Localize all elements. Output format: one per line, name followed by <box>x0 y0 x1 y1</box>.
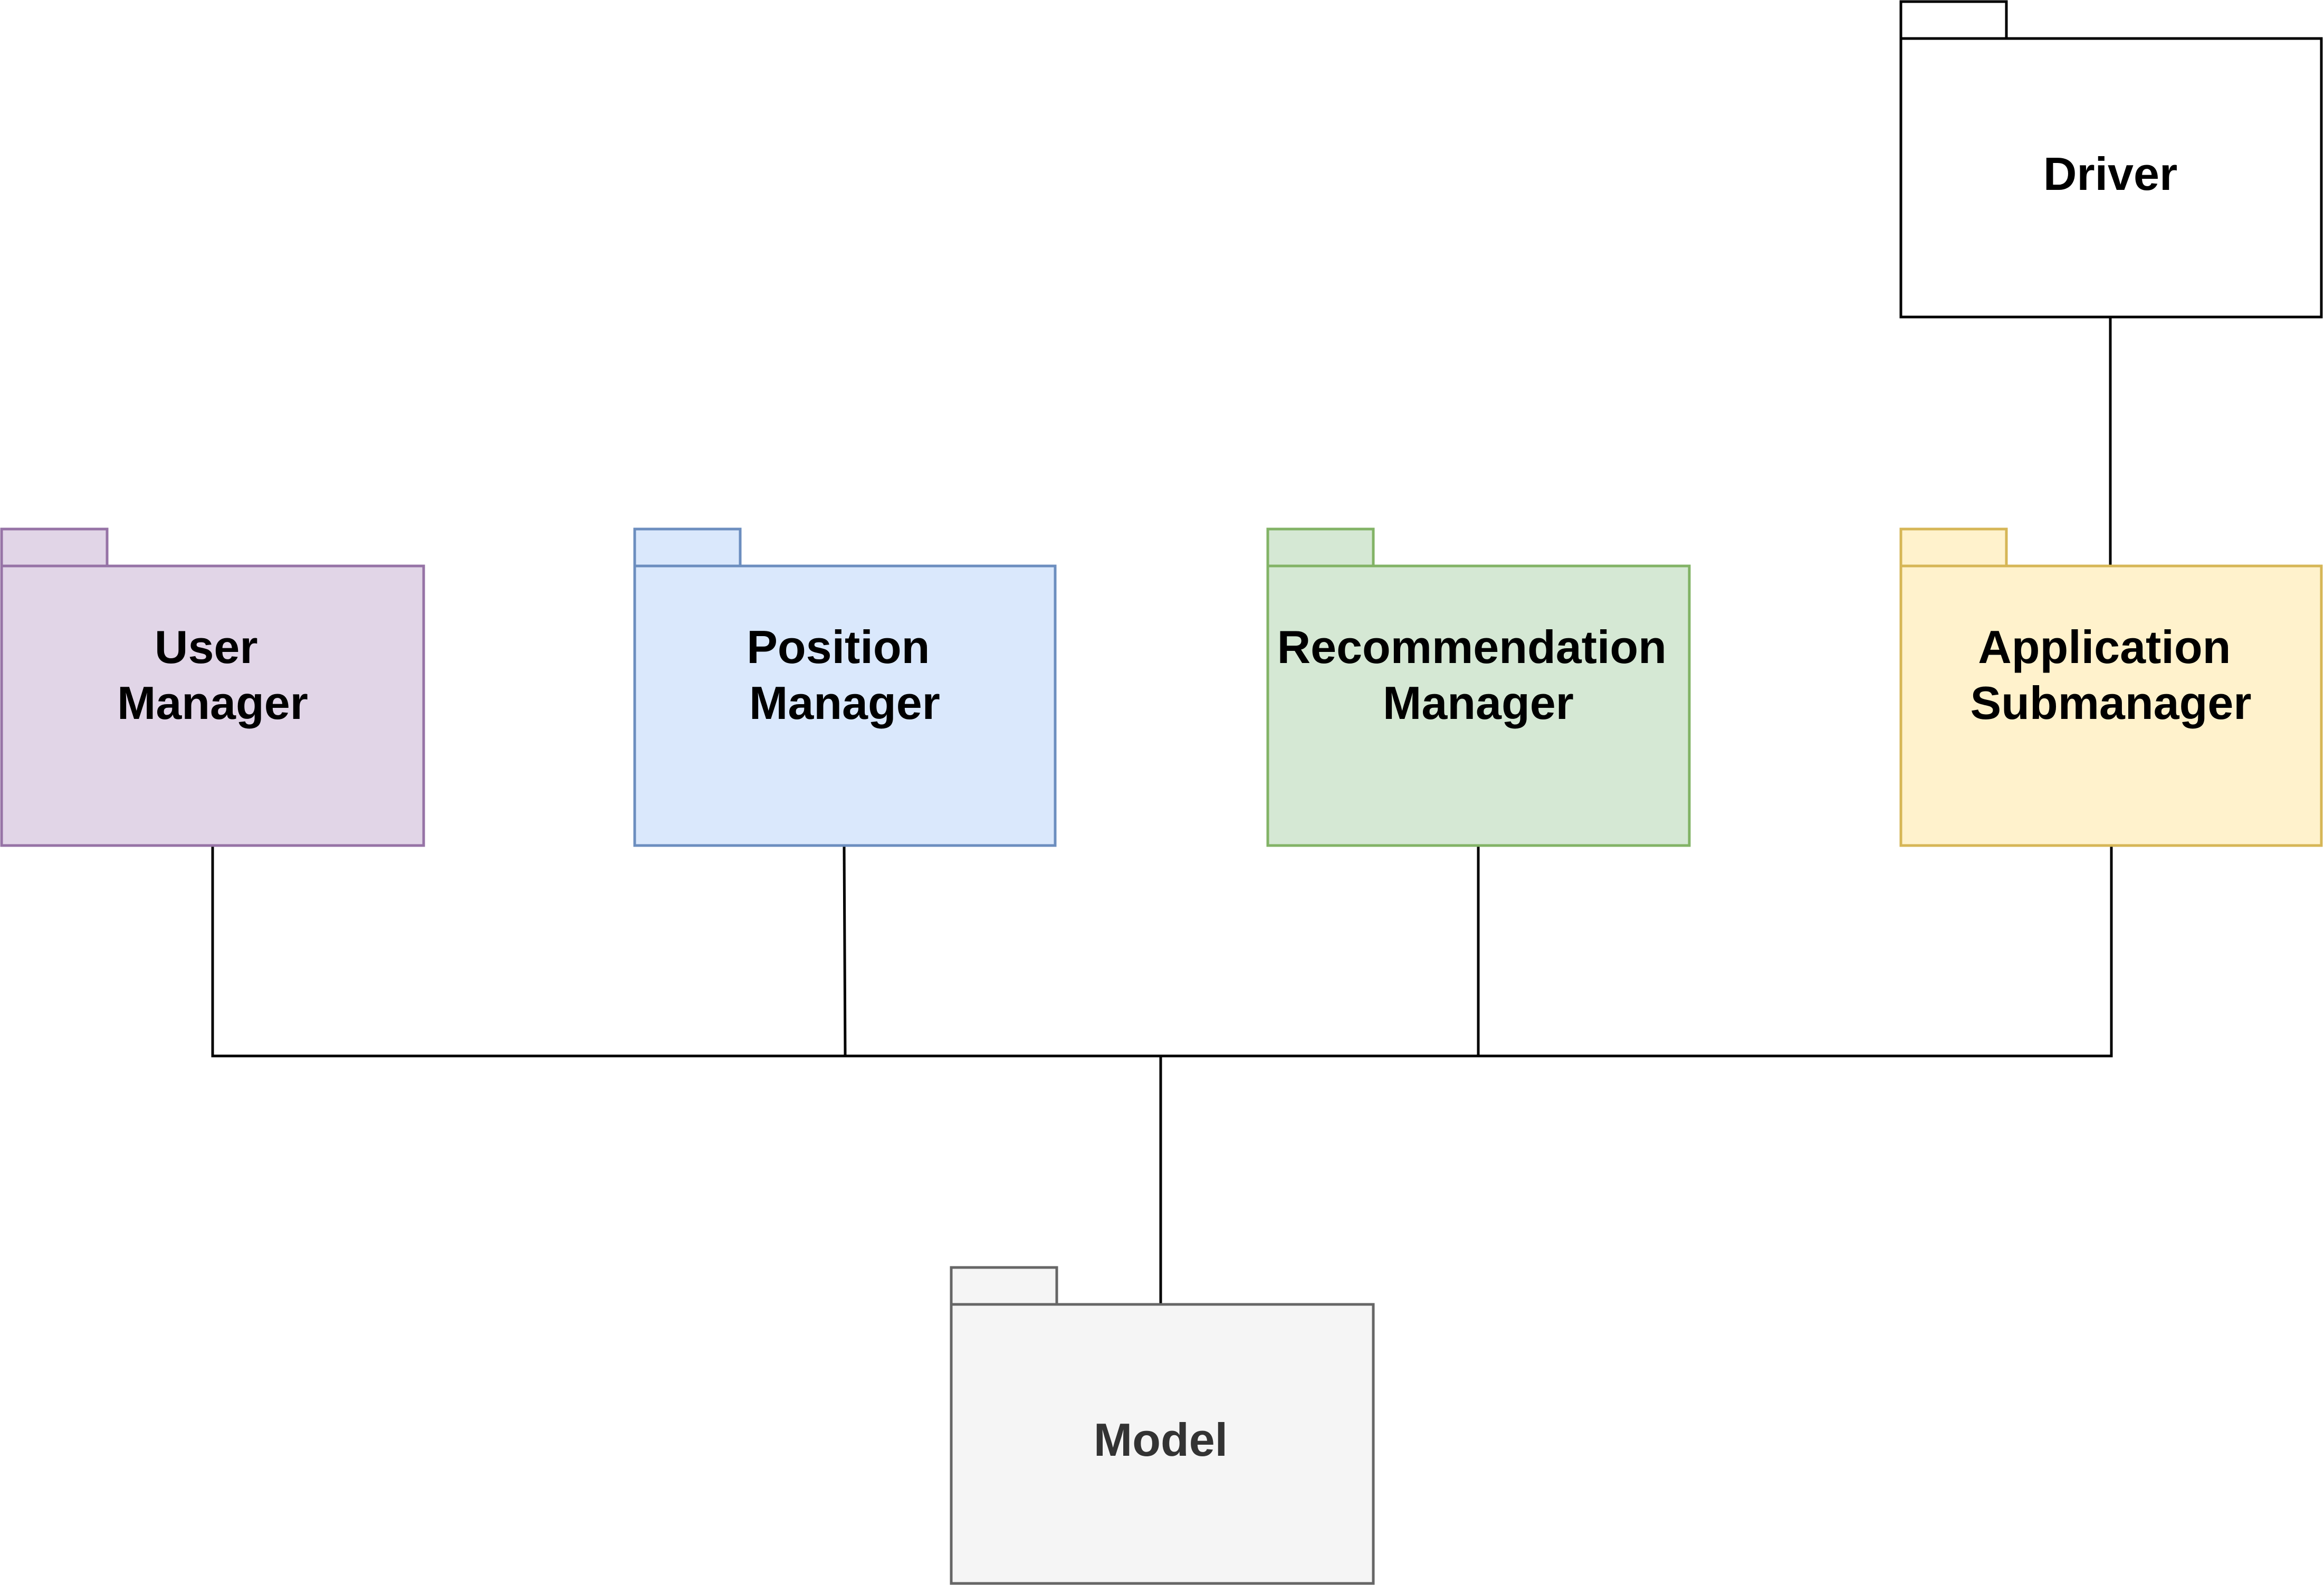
package-tab <box>0 527 109 568</box>
connector-application-submanager-to-bus <box>1161 845 2113 1058</box>
connector-user-manager-to-bus <box>211 845 1161 1058</box>
package-tab <box>950 1266 1058 1306</box>
package-label-line-2: Manager <box>749 677 940 729</box>
package-label: Recommendation Manager <box>1277 621 1680 729</box>
package-application-submanager[interactable]: Application Submanager <box>1899 527 2323 847</box>
package-body <box>633 564 1057 847</box>
package-label: Application Submanager <box>1970 621 2251 729</box>
package-label: User Manager <box>117 621 308 729</box>
package-tab <box>633 527 742 568</box>
package-tab <box>1266 527 1375 568</box>
package-label: Model <box>1094 1414 1228 1466</box>
package-label-line-1: Driver <box>2043 148 2177 200</box>
package-tab <box>1899 527 2008 568</box>
package-model[interactable]: Model <box>950 1266 1375 1585</box>
package-label-line-1: Position <box>747 621 930 673</box>
package-label: Driver <box>2043 148 2177 200</box>
package-recommendation-manager[interactable]: Recommendation Manager <box>1266 527 1691 847</box>
package-label-line-1: Model <box>1094 1414 1228 1466</box>
package-label-line-1: Recommendation <box>1277 621 1667 673</box>
package-body <box>1266 564 1691 847</box>
package-body <box>950 1303 1375 1585</box>
package-tab <box>1899 0 2008 40</box>
package-label-line-1: User <box>155 621 258 673</box>
package-body <box>0 564 425 847</box>
package-label: Position Manager <box>747 621 943 729</box>
package-body <box>1899 564 2323 847</box>
connectors <box>211 316 2113 1307</box>
package-user-manager[interactable]: User Manager <box>0 527 425 847</box>
connector-position-manager-to-bus <box>843 844 847 1056</box>
package-label-line-2: Manager <box>1383 677 1574 729</box>
package-driver[interactable]: Driver <box>1899 0 2323 319</box>
package-label-line-1: Application <box>1978 621 2231 673</box>
package-label-line-2: Manager <box>117 677 308 729</box>
package-label-line-2: Submanager <box>1970 677 2251 729</box>
package-position-manager[interactable]: Position Manager <box>633 527 1057 847</box>
package-body <box>1899 37 2323 319</box>
